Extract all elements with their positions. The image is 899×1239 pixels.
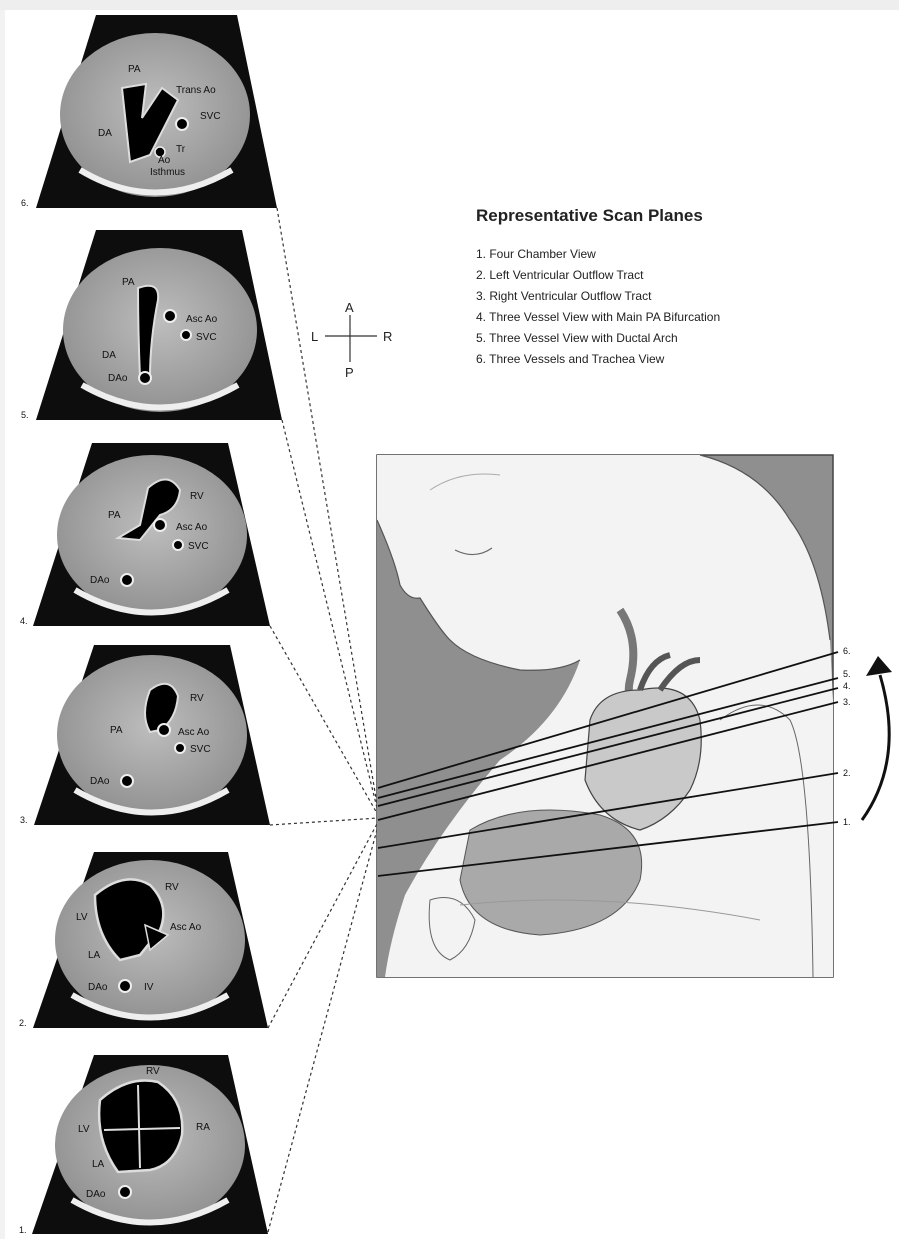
panel-6-label-da: DA (98, 128, 112, 139)
panel-4-label-dao: DAo (90, 575, 110, 586)
panel-1-dao (119, 1186, 131, 1198)
scan-plane-markers: 6. 5. 4. 3. 2. 1. (843, 646, 851, 827)
panel-5-asc-ao (164, 310, 176, 322)
panel-3-label-dao: DAo (90, 776, 110, 787)
panel-3-label-svc: SVC (190, 744, 211, 755)
panel-3: RV PA Asc Ao SVC DAo 3. (20, 645, 270, 825)
panel-2-label-la: LA (88, 950, 101, 961)
panel-6-label-svc: SVC (200, 111, 221, 122)
panel-1-label-la: LA (92, 1159, 105, 1170)
plane-marker-5: 5. (843, 669, 851, 679)
sweep-arrow (862, 656, 892, 820)
panel-3-dao (121, 775, 133, 787)
connector-6 (277, 208, 378, 810)
scan-plane-list-item: 6. Three Vessels and Trachea View (476, 349, 720, 370)
panel-4-svc (173, 540, 183, 550)
panel-4-asc-ao (154, 519, 166, 531)
panel-2-label-asc-ao: Asc Ao (170, 922, 202, 933)
connector-1 (268, 826, 378, 1232)
panel-6-label-tr: Tr (176, 144, 186, 155)
panel-4-number: 4. (20, 616, 28, 626)
panel-5-label-pa: PA (122, 277, 135, 288)
plane-marker-1: 1. (843, 817, 851, 827)
panel-2-number: 2. (19, 1018, 27, 1028)
panel-3-svc (175, 743, 185, 753)
panel-2-label-rv: RV (165, 882, 179, 893)
panel-3-label-asc-ao: Asc Ao (178, 727, 210, 738)
panel-4-dao (121, 574, 133, 586)
panel-4-label-pa: PA (108, 510, 121, 521)
connector-5 (282, 420, 378, 812)
panel-3-scan-field (57, 655, 247, 815)
panel-2: RV LV Asc Ao LA DAo IV 2. (19, 852, 268, 1028)
panel-4-label-svc: SVC (188, 541, 209, 552)
panel-5-number: 5. (21, 410, 29, 420)
sweep-arrow-shaft (862, 675, 889, 820)
scan-plane-list-item: 4. Three Vessel View with Main PA Bifurc… (476, 307, 720, 328)
panel-4: RV PA Asc Ao SVC DAo 4. (20, 443, 270, 626)
plane-marker-4: 4. (843, 681, 851, 691)
legend-title: Representative Scan Planes (476, 206, 703, 226)
panel-1-label-lv: LV (78, 1124, 90, 1135)
panel-5: PA Asc Ao SVC DA DAo 5. (21, 230, 282, 420)
panel-6: PA Trans Ao SVC DA Tr Ao Isthmus 6. (21, 15, 277, 208)
orientation-compass: A P L R (311, 300, 392, 380)
compass-right: R (383, 329, 392, 344)
panel-1-label-dao: DAo (86, 1189, 106, 1200)
panel-6-label-ao: Ao (158, 155, 171, 166)
compass-left: L (311, 329, 318, 344)
scan-plane-list: 1. Four Chamber View 2. Left Ventricular… (476, 244, 720, 370)
panel-2-label-lv: LV (76, 912, 88, 923)
panel-6-label-trans-ao: Trans Ao (176, 85, 216, 96)
panel-3-label-rv: RV (190, 693, 204, 704)
panel-3-asc-ao (158, 724, 170, 736)
fetus-illustration (377, 455, 833, 977)
panel-2-dao (119, 980, 131, 992)
plane-marker-6: 6. (843, 646, 851, 656)
scan-plane-list-item: 3. Right Ventricular Outflow Tract (476, 286, 720, 307)
panel-3-label-pa: PA (110, 725, 123, 736)
connector-2 (268, 822, 378, 1028)
panel-5-dao (139, 372, 151, 384)
panel-5-label-asc-ao: Asc Ao (186, 314, 218, 325)
panel-6-label-pa: PA (128, 64, 141, 75)
compass-anterior: A (345, 300, 354, 315)
scan-plane-list-item: 1. Four Chamber View (476, 244, 720, 265)
sweep-arrow-head (866, 656, 892, 676)
panel-6-number: 6. (21, 198, 29, 208)
panel-2-label-iv: IV (144, 982, 154, 993)
panel-4-scan-field (57, 455, 247, 615)
panel-5-svc (181, 330, 191, 340)
panel-6-label-isthmus: Isthmus (150, 167, 185, 178)
scan-plane-list-item: 2. Left Ventricular Outflow Tract (476, 265, 720, 286)
plane-marker-2: 2. (843, 768, 851, 778)
panel-3-number: 3. (20, 815, 28, 825)
connector-3 (270, 818, 378, 825)
panel-1-label-rv: RV (146, 1066, 160, 1077)
panel-2-label-dao: DAo (88, 982, 108, 993)
scan-plane-list-item: 5. Three Vessel View with Ductal Arch (476, 328, 720, 349)
panel-1-label-ra: RA (196, 1122, 210, 1133)
panel-4-label-rv: RV (190, 491, 204, 502)
panel-1-number: 1. (19, 1225, 27, 1235)
plane-marker-3: 3. (843, 697, 851, 707)
panel-6-svc (176, 118, 188, 130)
panel-4-label-asc-ao: Asc Ao (176, 522, 208, 533)
panel-5-label-svc: SVC (196, 332, 217, 343)
connector-4 (270, 626, 378, 815)
panel-1: RV LV RA LA DAo 1. (19, 1055, 268, 1235)
panel-connector-lines (268, 208, 378, 1232)
panel-5-label-da: DA (102, 350, 116, 361)
panel-5-label-dao: DAo (108, 373, 128, 384)
compass-posterior: P (345, 365, 354, 380)
